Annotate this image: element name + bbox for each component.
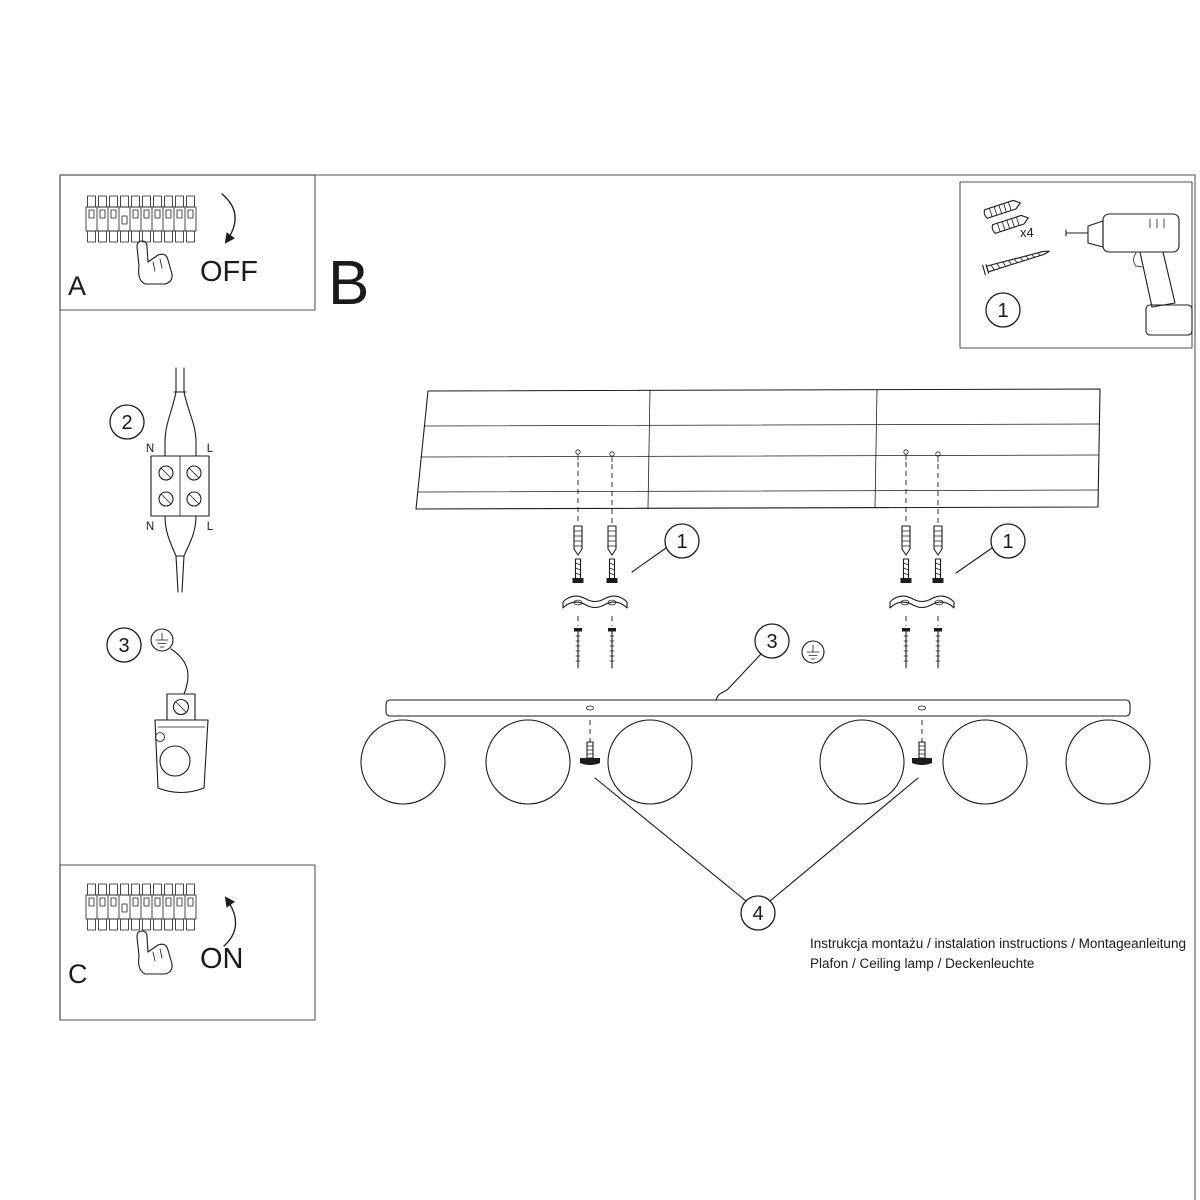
callout-leader bbox=[594, 777, 747, 902]
anchor-quantity: x4 bbox=[1020, 225, 1034, 240]
ground-callout-main-number: 3 bbox=[766, 631, 777, 653]
wiring-step: 2 N L N L bbox=[109, 367, 214, 593]
callout-leader bbox=[769, 777, 919, 902]
lamp-globe bbox=[360, 719, 446, 805]
globes-callout: 4 bbox=[594, 777, 919, 931]
anchor-callout-right: 1 bbox=[955, 523, 1026, 574]
alignment-dashes bbox=[577, 616, 613, 626]
tools-box: x4 1 bbox=[959, 181, 1193, 349]
anchor-callout-right-number: 1 bbox=[1002, 531, 1013, 553]
stud-screw-icon bbox=[607, 627, 617, 669]
alignment-dashes bbox=[905, 616, 939, 626]
mains-cable-top bbox=[164, 367, 197, 457]
mains-cable-bottom bbox=[164, 515, 197, 593]
mounting-bracket-icon bbox=[889, 595, 955, 609]
tools-box-border bbox=[959, 181, 1193, 349]
screw-hole-mark bbox=[918, 705, 926, 711]
panel-a-box bbox=[59, 174, 316, 311]
ground-callout-left-circle bbox=[106, 627, 142, 663]
tools-callout-number: 1 bbox=[997, 300, 1008, 322]
panel-a: OFF A bbox=[59, 174, 316, 311]
cable-gland bbox=[154, 693, 209, 794]
terminal-block bbox=[150, 455, 210, 517]
stud-screw-icon bbox=[901, 627, 911, 669]
anchor-and-screw-icon bbox=[931, 525, 945, 584]
anchor-callout-left-number: 1 bbox=[676, 531, 687, 553]
drill-icon bbox=[1065, 213, 1193, 336]
earth-symbol-icon bbox=[801, 640, 825, 664]
anchor-and-screw-icon bbox=[571, 525, 585, 584]
stud-screw-icon bbox=[573, 627, 583, 669]
mounting-rail bbox=[415, 388, 1101, 510]
footer-line-1: Instrukcja montażu / instalation instruc… bbox=[810, 936, 1186, 951]
screw-hole-mark bbox=[586, 705, 594, 711]
alignment-dashes bbox=[589, 720, 923, 742]
footer-line-2: Plafon / Ceiling lamp / Deckenleuchte bbox=[810, 956, 1034, 971]
earth-symbol-icon bbox=[150, 628, 174, 652]
terminal-n-top: N bbox=[146, 443, 154, 455]
lamp-globe bbox=[819, 719, 905, 805]
stud-screw-icon bbox=[933, 627, 943, 669]
alignment-dashes bbox=[905, 462, 939, 524]
anchor-stack-right bbox=[889, 462, 955, 669]
breaker-panel-icon bbox=[85, 883, 197, 931]
page-frame bbox=[59, 174, 1196, 1200]
panel-c-label: C bbox=[68, 959, 88, 989]
tools-callout-circle bbox=[985, 292, 1021, 328]
hand-icon bbox=[136, 240, 173, 285]
anchor-callout-left-circle bbox=[664, 523, 700, 559]
terminal-l-top: L bbox=[207, 443, 214, 455]
lamp-globe bbox=[942, 719, 1028, 805]
ground-wire bbox=[170, 648, 189, 695]
fastening-nut-icon bbox=[912, 741, 932, 765]
breaker-panel-icon bbox=[85, 195, 197, 243]
panel-a-label: A bbox=[68, 271, 86, 301]
off-label: OFF bbox=[200, 256, 258, 288]
arrow-down-icon bbox=[221, 193, 236, 244]
rail-screw-marks bbox=[575, 449, 941, 463]
globes-callout-circle bbox=[740, 895, 776, 931]
terminal-n-bottom: N bbox=[146, 521, 154, 533]
callout-leader bbox=[955, 547, 993, 574]
lamp-bar bbox=[385, 699, 1131, 717]
alignment-dashes bbox=[577, 462, 613, 524]
hand-icon bbox=[136, 930, 173, 975]
wiring-callout-number: 2 bbox=[121, 412, 132, 434]
anchor-callout-right-circle bbox=[990, 523, 1026, 559]
ground-callout-main: 3 bbox=[715, 623, 825, 701]
panel-c-box bbox=[59, 864, 316, 1021]
ground-callout-main-circle bbox=[754, 623, 790, 659]
mounting-bracket-icon bbox=[562, 595, 628, 609]
grounding-step: 3 bbox=[106, 627, 209, 794]
wiring-callout-circle bbox=[109, 404, 145, 440]
on-label: ON bbox=[200, 943, 244, 975]
callout-leader bbox=[728, 653, 762, 689]
arrow-up-icon bbox=[223, 896, 237, 947]
fastening-nut-icon bbox=[580, 741, 600, 765]
lamp-globe bbox=[1065, 719, 1151, 805]
screw-icon bbox=[982, 245, 1052, 276]
terminal-l-bottom: L bbox=[207, 521, 214, 533]
globes-callout-number: 4 bbox=[752, 903, 763, 925]
ground-wire-main bbox=[715, 687, 730, 701]
panel-c: ON C bbox=[59, 864, 316, 1021]
lamp-globe bbox=[485, 719, 571, 805]
anchor-and-screw-icon bbox=[899, 525, 913, 584]
ground-callout-left-number: 3 bbox=[118, 635, 129, 657]
callout-leader bbox=[631, 547, 667, 573]
anchor-callout-left: 1 bbox=[631, 523, 700, 573]
panel-b-label: B bbox=[328, 249, 369, 318]
wall-anchor-icon bbox=[982, 198, 1023, 220]
lamp-body bbox=[360, 699, 1151, 805]
anchor-and-screw-icon bbox=[605, 525, 619, 584]
lamp-globe bbox=[607, 719, 693, 805]
anchor-stack-left bbox=[562, 462, 628, 669]
